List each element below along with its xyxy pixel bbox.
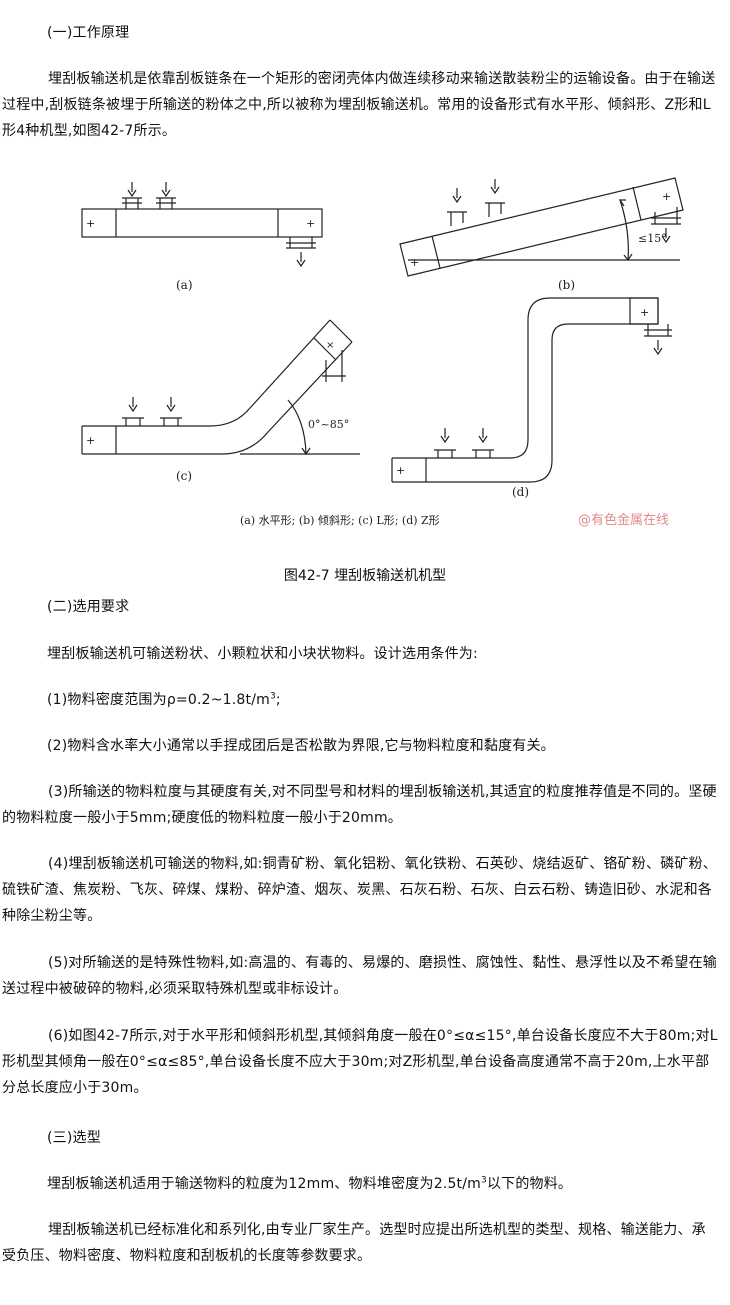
svg-text:+: + [86,434,95,447]
figure-legend: (a) 水平形; (b) 倾斜形; (c) L形; (d) Z形 [240,514,440,527]
diagram-a-horizontal: + + [81,182,323,268]
item1-end: ; [275,692,281,708]
diagram-c-l-shape: + × [81,319,360,456]
item1-text: (1)物料密度范围为ρ=0.2~1.8t/m [47,692,270,708]
svg-text:+: + [410,256,419,269]
list-item-5: (5)对所输送的是特殊性物料,如:高温的、有毒的、易爆的、磨损性、腐蚀性、黏性、… [2,955,717,997]
list-item-2: (2)物料含水率大小通常以手捏成团后是否松散为界限,它与物料粒度和黏度有关。 [47,738,555,754]
list-item-4: (4)埋刮板输送机可输送的物料,如:铜青矿粉、氧化铝粉、氧化铁粉、石英砂、烧结返… [2,856,717,924]
label-b: (b) [558,278,575,292]
label-c: (c) [176,469,192,483]
angle-label-c: 0°~85° [308,418,349,431]
svg-text:+: + [86,217,95,230]
paragraph-selection-2: 埋刮板输送机已经标准化和系列化,由专业厂家生产。选型时应提出所选机型的类型、规格… [2,1222,706,1264]
diagram-b-inclined: + + [399,177,684,277]
angle-label-b: ≤15° [638,232,667,245]
svg-text:+: + [662,190,671,203]
section-heading-1: (一)工作原理 [47,25,130,41]
label-a: (a) [176,278,193,292]
item1-sup: 3 [269,691,276,702]
conveyor-types-figure: + + + + [81,177,684,528]
paragraph-selection-1: 埋刮板输送机适用于输送物料的粒度为12mm、物料堆密度为2.5t/m3以下的物料… [47,1171,717,1197]
section-heading-2: (二)选用要求 [47,599,130,615]
svg-text:+: + [640,306,649,319]
section-heading-3: (三)选型 [47,1130,101,1146]
s3-para1-sup: 3 [481,1175,487,1186]
label-d: (d) [512,485,529,499]
list-item-1: (1)物料密度范围为ρ=0.2~1.8t/m3; [47,687,730,713]
svg-text:×: × [326,340,334,351]
diagram-d-z-shape: + + [391,297,672,483]
list-item-3: (3)所输送的物料粒度与其硬度有关,对不同型号和材料的埋刮板输送机,其适宜的粒度… [2,784,717,826]
s3-para1-end: 以下的物料。 [486,1176,573,1192]
watermark: @有色金属在线 [578,512,669,528]
svg-text:+: + [396,464,405,477]
svg-text:+: + [306,217,315,230]
list-item-6: (6)如图42-7所示,对于水平形和倾斜形机型,其倾斜角度一般在0°≤α≤15°… [2,1028,718,1096]
s3-para1-text: 埋刮板输送机适用于输送物料的粒度为12mm、物料堆密度为2.5t/m [47,1176,481,1192]
paragraph-intro: 埋刮板输送机可输送粉状、小颗粒状和小块状物料。设计选用条件为: [47,646,478,662]
paragraph-working-principle: 埋刮板输送机是依靠刮板链条在一个矩形的密闭壳体内做连续移动来输送散装粉尘的运输设… [2,71,716,139]
figure-caption: 图42-7 埋刮板输送机机型 [283,568,447,584]
